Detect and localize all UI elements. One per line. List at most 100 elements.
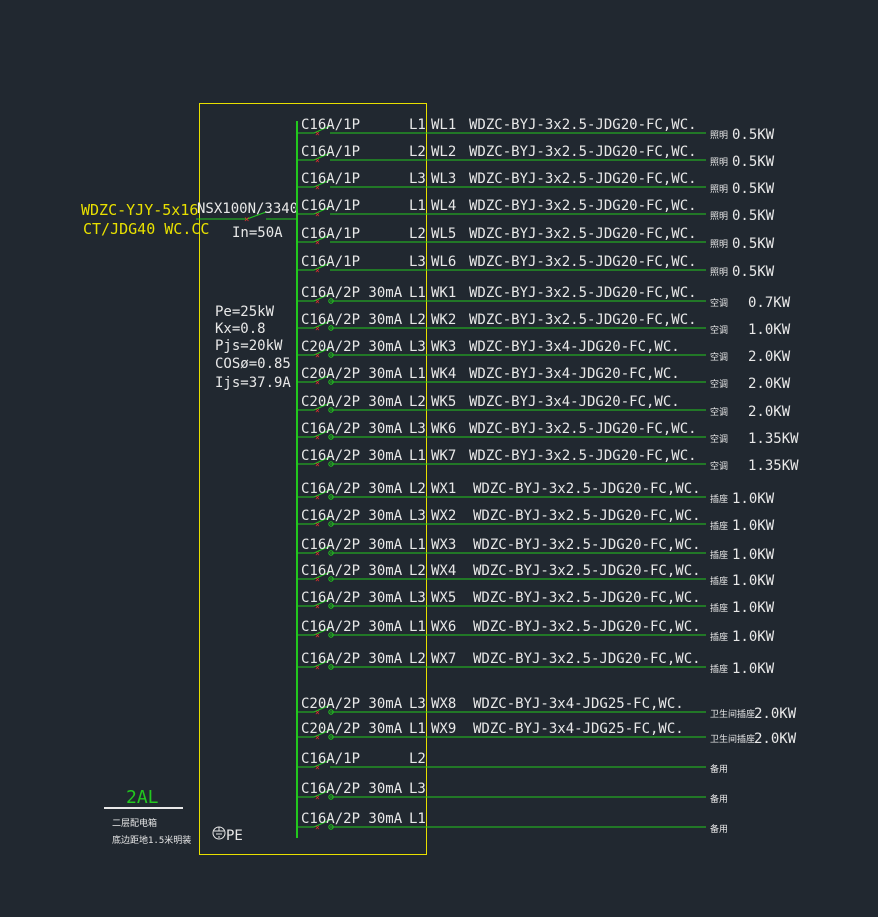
breaker-label: C20A/2P 30mA <box>301 394 403 410</box>
phase-label: L1 <box>409 117 426 133</box>
load-value: 0.5KW <box>732 181 775 197</box>
circuit-id: WL1 <box>431 117 456 133</box>
circuit-breaker-blade <box>313 489 331 498</box>
load-use: 插座 <box>710 575 728 587</box>
phase-label: L1 <box>409 198 426 214</box>
circuit-id: WL3 <box>431 171 456 187</box>
cable-spec: WDZC-BYJ-3x2.5-JDG20-FC,WC. <box>473 537 701 553</box>
load-value: 2.0KW <box>748 376 791 392</box>
rcd-icon <box>328 407 334 413</box>
load-use: 照明 <box>710 184 728 195</box>
phase-label: L3 <box>409 171 426 187</box>
load-use: 卫生间插座 <box>710 733 755 745</box>
load-value: 1.0KW <box>748 322 791 338</box>
rcd-icon <box>328 709 334 715</box>
circuit-id: WX4 <box>431 563 456 579</box>
circuit-breaker-blade <box>313 789 331 798</box>
rcd-icon <box>328 824 334 830</box>
incoming-breaker-rating: In=50A <box>232 225 283 241</box>
cable-spec: WDZC-BYJ-3x2.5-JDG20-FC,WC. <box>469 254 697 270</box>
cable-spec: WDZC-BYJ-3x4-JDG20-FC,WC. <box>469 339 680 355</box>
phase-label: L2 <box>409 563 426 579</box>
phase-label: L1 <box>409 448 426 464</box>
cable-spec: WDZC-BYJ-3x4-JDG20-FC,WC. <box>469 366 680 382</box>
load-use: 插座 <box>710 631 728 643</box>
cable-spec: WDZC-BYJ-3x2.5-JDG20-FC,WC. <box>469 285 697 301</box>
load-use: 照明 <box>710 157 728 168</box>
breaker-x-icon: × <box>315 238 320 247</box>
rcd-icon <box>328 461 334 467</box>
cable-spec: WDZC-BYJ-3x2.5-JDG20-FC,WC. <box>473 651 701 667</box>
circuit-id: WX7 <box>431 651 456 667</box>
incoming-cable-line1: WDZC-YJY-5x16 <box>81 201 198 219</box>
circuit-id: WX2 <box>431 508 456 524</box>
circuit-id: WX1 <box>431 481 456 497</box>
cable-spec: WDZC-BYJ-3x2.5-JDG20-FC,WC. <box>469 226 697 242</box>
circuit-breaker-blade <box>313 545 331 554</box>
cable-spec: WDZC-BYJ-3x2.5-JDG20-FC,WC. <box>473 619 701 635</box>
phase-label: L2 <box>409 226 426 242</box>
breaker-label: C16A/2P 30mA <box>301 563 403 579</box>
breaker-x-icon: × <box>315 324 320 333</box>
load-use: 备用 <box>710 823 728 835</box>
phase-label: L2 <box>409 481 426 497</box>
phase-label: L2 <box>409 312 426 328</box>
breaker-x-icon: × <box>315 793 320 802</box>
breaker-label: C16A/1P <box>301 117 360 133</box>
earth-icon <box>212 826 226 840</box>
circuit-id: WX3 <box>431 537 456 553</box>
circuit-breaker-blade <box>313 456 331 465</box>
load-use: 空调 <box>710 406 728 418</box>
circuit-id: WK1 <box>431 285 456 301</box>
circuit-breaker-blade <box>313 759 331 768</box>
rcd-icon <box>328 434 334 440</box>
circuit-breaker-blade <box>313 627 331 636</box>
circuit-breaker-blade <box>313 819 331 828</box>
load-value: 1.0KW <box>732 629 775 645</box>
breaker-label: C16A/1P <box>301 144 360 160</box>
breaker-x-icon: × <box>315 129 320 138</box>
rcd-icon <box>328 494 334 500</box>
breaker-x-icon: × <box>315 493 320 502</box>
cable-spec: WDZC-BYJ-3x2.5-JDG20-FC,WC. <box>469 144 697 160</box>
calc-ijs: Ijs=37.9A <box>215 375 291 391</box>
incoming-breaker-model: NSX100N/3340 <box>197 201 298 217</box>
cable-spec: WDZC-BYJ-3x2.5-JDG20-FC,WC. <box>473 508 701 524</box>
panel-enclosure <box>199 103 427 855</box>
circuit-breaker-blade <box>313 179 331 188</box>
load-value: 0.5KW <box>732 154 775 170</box>
cable-spec: WDZC-BYJ-3x2.5-JDG20-FC,WC. <box>469 171 697 187</box>
load-use: 空调 <box>710 378 728 390</box>
load-value: 0.7KW <box>748 295 791 311</box>
circuit-breaker-blade <box>313 293 331 302</box>
cable-spec: WDZC-BYJ-3x4-JDG25-FC,WC. <box>473 696 684 712</box>
circuit-breaker-blade <box>313 206 331 215</box>
breaker-x-icon: × <box>315 266 320 275</box>
phase-label: L3 <box>409 421 426 437</box>
breaker-x-icon: × <box>315 210 320 219</box>
calc-pe: Pe=25kW <box>215 304 275 320</box>
rcd-icon <box>328 325 334 331</box>
calc-kx: Kx=0.8 <box>215 321 266 337</box>
rcd-icon <box>328 734 334 740</box>
circuit-breaker-blade <box>313 320 331 329</box>
load-value: 2.0KW <box>748 349 791 365</box>
phase-label: L1 <box>409 721 426 737</box>
load-use: 插座 <box>710 520 728 532</box>
circuit-id: WK7 <box>431 448 456 464</box>
load-value: 1.35KW <box>748 458 799 474</box>
phase-label: L3 <box>409 508 426 524</box>
circuit-id: WK2 <box>431 312 456 328</box>
panel-label: 2AL <box>126 787 159 808</box>
circuit-breaker-blade <box>313 729 331 738</box>
load-value: 1.0KW <box>732 661 775 677</box>
rcd-icon <box>328 298 334 304</box>
breaker-label: C20A/2P 30mA <box>301 721 403 737</box>
incoming-breaker-blade <box>246 211 267 220</box>
circuit-id: WK4 <box>431 366 456 382</box>
circuit-breaker-blade <box>313 704 331 713</box>
circuit-breaker-blade <box>313 152 331 161</box>
circuit-breaker-blade <box>313 125 331 134</box>
load-value: 0.5KW <box>732 236 775 252</box>
